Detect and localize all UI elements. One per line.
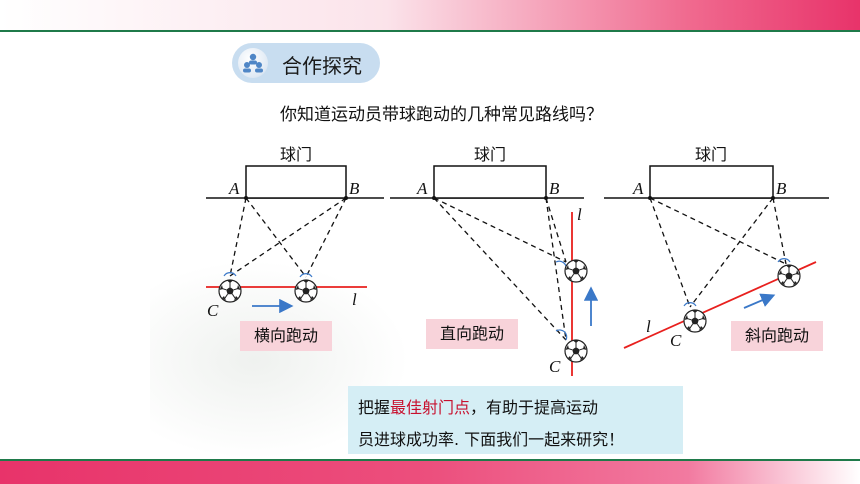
point-c-label: C	[549, 357, 561, 376]
point-c-label: C	[670, 331, 682, 350]
footer-gradient-bar	[0, 461, 860, 484]
point-a-label: A	[228, 179, 240, 198]
info-line-1: 把握最佳射门点，有助于提高运动	[358, 394, 598, 418]
soccer-ball-icon	[777, 264, 801, 288]
diagram-vertical	[390, 165, 599, 376]
point-c-label: C	[207, 301, 219, 320]
point-a-label: A	[632, 179, 644, 198]
info-highlight: 最佳射门点	[390, 398, 471, 417]
footer-divider	[0, 459, 860, 461]
point-b-label: B	[776, 179, 787, 198]
goal-label: 球门	[280, 145, 312, 164]
header-gradient-bar	[0, 0, 860, 30]
diagram-horizontal	[206, 165, 384, 314]
info-text: 把握	[358, 398, 391, 417]
point-b-label: B	[349, 179, 360, 198]
info-line-2: 员进球成功率. 下面我们一起来研究！	[358, 430, 625, 449]
tag-vertical-run: 直向跑动	[426, 319, 518, 349]
info-box: 把握最佳射门点，有助于提高运动 员进球成功率. 下面我们一起来研究！	[348, 386, 683, 454]
info-text: ，有助于提高运动	[470, 398, 599, 417]
line-l-label: l	[352, 290, 357, 309]
line-l-label: l	[577, 205, 582, 224]
goal-label: 球门	[474, 145, 506, 164]
point-a-label: A	[416, 179, 428, 198]
question-text: 你知道运动员带球跑动的几种常见路线吗？	[280, 105, 603, 125]
point-b-label: B	[549, 179, 560, 198]
tag-diagonal-run: 斜向跑动	[731, 321, 823, 351]
soccer-ball-icon	[564, 259, 588, 283]
diagram-diagonal	[604, 165, 829, 349]
soccer-ball-icon	[683, 309, 707, 333]
soccer-ball-icon	[294, 279, 318, 303]
section-title: 合作探究	[282, 54, 362, 78]
line-l-label: l	[646, 317, 651, 336]
header-divider	[0, 30, 860, 32]
people-icon	[238, 48, 268, 78]
soccer-ball-icon	[564, 339, 588, 363]
soccer-ball-icon	[218, 279, 242, 303]
goal-label: 球门	[695, 145, 727, 164]
tag-horizontal-run: 横向跑动	[240, 321, 332, 351]
